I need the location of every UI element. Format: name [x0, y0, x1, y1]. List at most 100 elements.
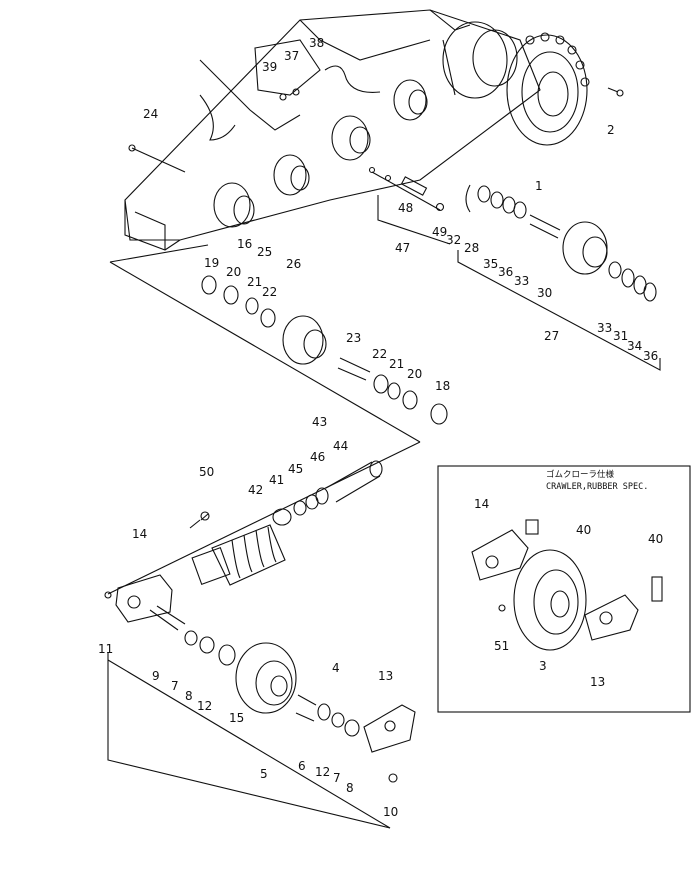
fitting-37: [292, 88, 300, 96]
callout-40b: 40: [648, 532, 664, 546]
callout-37: 37: [284, 49, 300, 63]
callout-23: 23: [346, 331, 362, 345]
leader-group-a: [109, 244, 209, 263]
callout-38: 38: [309, 36, 325, 50]
callout-8b: 8: [346, 781, 354, 795]
callout-12b: 12: [315, 765, 331, 779]
upper-roller-c: [273, 154, 310, 196]
callout-36b: 36: [643, 349, 659, 363]
idler-bracket-13: [363, 704, 416, 753]
part-7b: [331, 712, 345, 728]
inset-box: [437, 465, 691, 713]
callout-10: 10: [383, 805, 399, 819]
callout-48: 48: [398, 201, 414, 215]
part-7: [184, 630, 198, 646]
snap-ring-32: [465, 184, 471, 213]
callout-2: 2: [607, 123, 615, 137]
upper-roller-a: [393, 79, 428, 121]
collar-33b: [608, 261, 622, 279]
callout-13b: 13: [590, 675, 606, 689]
part-18: [430, 403, 448, 425]
callout-14b: 14: [474, 497, 490, 511]
bolt-24-head: [128, 144, 136, 152]
callout-40: 40: [576, 523, 592, 537]
leader-group-b: [109, 261, 421, 443]
recoil-spring-42: [211, 524, 286, 586]
callout-20b: 20: [407, 367, 423, 381]
inset-title-en: CRAWLER,RUBBER SPEC.: [546, 482, 649, 492]
drive-motor: [442, 21, 518, 99]
seal-35: [490, 191, 504, 209]
callout-6: 6: [298, 759, 306, 773]
inset-plate-40b: [651, 576, 663, 602]
callout-5: 5: [260, 767, 268, 781]
bolt-24: [131, 147, 186, 173]
upper-roller-b: [331, 115, 371, 161]
cylinder-44: [325, 461, 381, 503]
oring-36: [502, 196, 516, 214]
callout-19: 19: [204, 256, 220, 270]
callout-22: 22: [262, 285, 278, 299]
callout-27: 27: [544, 329, 560, 343]
cylinder-44-end: [369, 460, 383, 478]
callout-30: 30: [537, 286, 553, 300]
part-21: [245, 297, 259, 315]
part-22b: [373, 374, 389, 394]
sprocket-bolt: [607, 87, 619, 93]
callout-11: 11: [98, 642, 114, 656]
callout-42: 42: [248, 483, 264, 497]
part-12b: [317, 703, 331, 721]
callout-47: 47: [395, 241, 411, 255]
track-roller-16: [213, 182, 255, 228]
part-22: [260, 308, 276, 328]
callout-26: 26: [286, 257, 302, 271]
track-roller-lower: [282, 315, 327, 365]
leader-group-5: [107, 652, 391, 829]
callout-49: 49: [432, 225, 448, 239]
callout-3: 3: [539, 659, 547, 673]
callout-36: 36: [498, 265, 514, 279]
shaft-30: [529, 214, 561, 239]
inset-idler-3: [513, 549, 587, 651]
callout-20: 20: [226, 265, 242, 279]
inset-bolt-51: [498, 604, 506, 612]
part-19: [201, 275, 217, 295]
leader-group-c: [107, 441, 421, 595]
callout-34: 34: [627, 339, 643, 353]
part-20: [223, 285, 239, 305]
callout-21b: 21: [389, 357, 405, 371]
callout-28: 28: [464, 241, 480, 255]
sprocket-bolt-head: [616, 89, 624, 97]
part-8b: [344, 719, 360, 737]
leader-group-5b: [107, 659, 391, 829]
part-8: [199, 636, 215, 654]
sprocket: [506, 32, 590, 146]
callout-12: 12: [197, 699, 213, 713]
shaft-bolt-set: [371, 171, 441, 211]
carrier-roller-27: [562, 221, 608, 275]
pin-9: [149, 605, 186, 631]
callout-33: 33: [514, 274, 530, 288]
callout-50: 50: [199, 465, 215, 479]
washer-28: [477, 185, 491, 203]
callout-33b: 33: [597, 321, 613, 335]
inset-plate-40: [525, 519, 539, 535]
callout-31: 31: [613, 329, 629, 343]
callout-39: 39: [262, 60, 278, 74]
callout-35: 35: [483, 257, 499, 271]
callout-8: 8: [185, 689, 193, 703]
part-46b: [315, 487, 329, 505]
callout-32: 32: [446, 233, 462, 247]
callout-15: 15: [229, 711, 245, 725]
part-21b: [387, 382, 401, 400]
callout-9: 9: [152, 669, 160, 683]
callout-46: 46: [310, 450, 326, 464]
callout-1: 1: [535, 179, 543, 193]
callout-51: 51: [494, 639, 510, 653]
track-frame: [124, 9, 541, 251]
callout-22b: 22: [372, 347, 388, 361]
part-45: [293, 500, 307, 516]
inset-title-jp: ゴムクローラ仕様: [546, 470, 615, 480]
group-line-27: [457, 250, 661, 371]
bracket-47: [377, 195, 451, 245]
